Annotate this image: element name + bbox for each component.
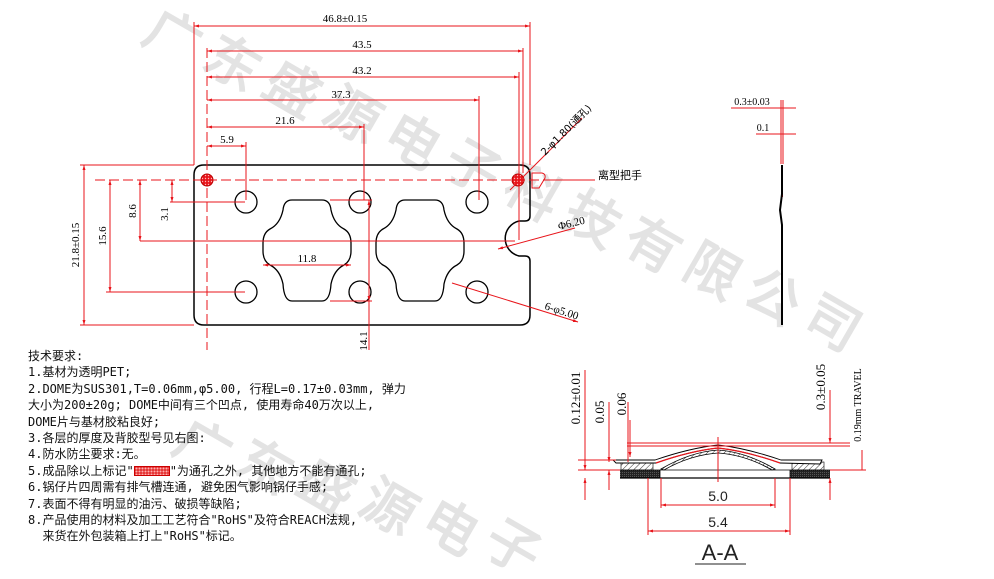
dim-base-thickness: 0.1 xyxy=(757,123,770,134)
dome-hole xyxy=(465,280,489,304)
dimension-lines xyxy=(80,22,595,350)
dim-37-3: 37.3 xyxy=(331,89,351,101)
dim-inner-diameter: 5.0 xyxy=(708,488,728,504)
note-item: 7.表面不得有明显的油污、破损等缺陷; xyxy=(28,496,242,511)
dim-0-12: 0.12±0.01 xyxy=(568,372,583,425)
dome-hole xyxy=(348,190,372,214)
note-item-5-b: "为通孔之外, 其他地方不能有通孔; xyxy=(169,463,367,478)
note-item: 大小为200±20g; DOME中间有三个凹点, 使用寿命40万次以上, xyxy=(28,398,375,413)
section-a-a: 0.12±0.01 0.05 0.06 0.3±0.05 0.19mm TRAV… xyxy=(568,364,866,565)
dim-15-6: 15.6 xyxy=(97,226,109,246)
note-item: 1.基材为透明PET; xyxy=(28,365,132,380)
cutout-right xyxy=(375,199,465,302)
dim-8-6: 8.6 xyxy=(127,204,139,218)
notes-heading: 技术要求: xyxy=(28,349,84,363)
cutout-left xyxy=(262,199,352,302)
technical-notes: 技术要求: 1.基材为透明PET; 2.DOME为SUS301,T=0.06mm… xyxy=(28,348,406,545)
dim-vent-holes: 2-φ1.80(通孔) xyxy=(539,102,595,158)
dim-travel: 0.19mm TRAVEL xyxy=(853,368,864,442)
dim-0-06: 0.06 xyxy=(614,392,629,415)
note-item: 4.防水防尘要求:无。 xyxy=(28,447,146,462)
dim-43-5: 43.5 xyxy=(352,39,372,51)
hatch-swatch-icon xyxy=(133,465,170,476)
dim-21-6: 21.6 xyxy=(275,115,295,127)
note-item: 来货在外包装箱上打上"RoHS"标记。 xyxy=(28,529,242,544)
release-tab xyxy=(531,172,546,189)
side-view: 0.3±0.03 0.1 xyxy=(731,97,796,325)
note-item-5: 5.成品除以上标记" "为通孔之外, 其他地方不能有通孔; xyxy=(28,463,406,479)
note-item: 8.产品使用的材料及加工工艺符合"RoHS"及符合REACH法规, xyxy=(28,513,358,528)
release-tab-label: 离型把手 xyxy=(598,168,642,182)
dim-outer-diameter: 5.4 xyxy=(708,514,728,530)
dim-0-3: 0.3±0.05 xyxy=(813,364,828,410)
dim-5-9: 5.9 xyxy=(220,134,234,146)
dim-0-05: 0.05 xyxy=(592,401,607,424)
dome-hole xyxy=(465,190,489,214)
dim-cutout-width: 11.8 xyxy=(298,253,317,265)
dim-dome-holes: 6-φ5.00 xyxy=(543,300,580,322)
dome-hole xyxy=(348,280,372,304)
dim-overall-width: 46.8±0.15 xyxy=(323,13,368,25)
dim-14-1: 14.1 xyxy=(358,331,370,350)
note-item: 2.DOME为SUS301,T=0.06mm,φ5.00, 行程L=0.17±0… xyxy=(28,381,406,396)
dim-3-1: 3.1 xyxy=(159,207,171,221)
note-item: 6.锅仔片四周需有排气槽连通, 避免困气影响锅仔手感; xyxy=(28,480,329,495)
plate-outline xyxy=(193,164,531,326)
note-item: 3.各层的厚度及背胶型号见右图: xyxy=(28,431,206,446)
note-item: DOME片与基材胶粘良好; xyxy=(28,414,161,429)
section-title: A-A xyxy=(702,540,739,565)
dim-overall-height: 21.8±0.15 xyxy=(70,222,82,267)
dim-43-2: 43.2 xyxy=(352,65,371,77)
dim-total-thickness: 0.3±0.03 xyxy=(734,97,770,108)
note-item-5-a: 5.成品除以上标记" xyxy=(28,463,134,478)
